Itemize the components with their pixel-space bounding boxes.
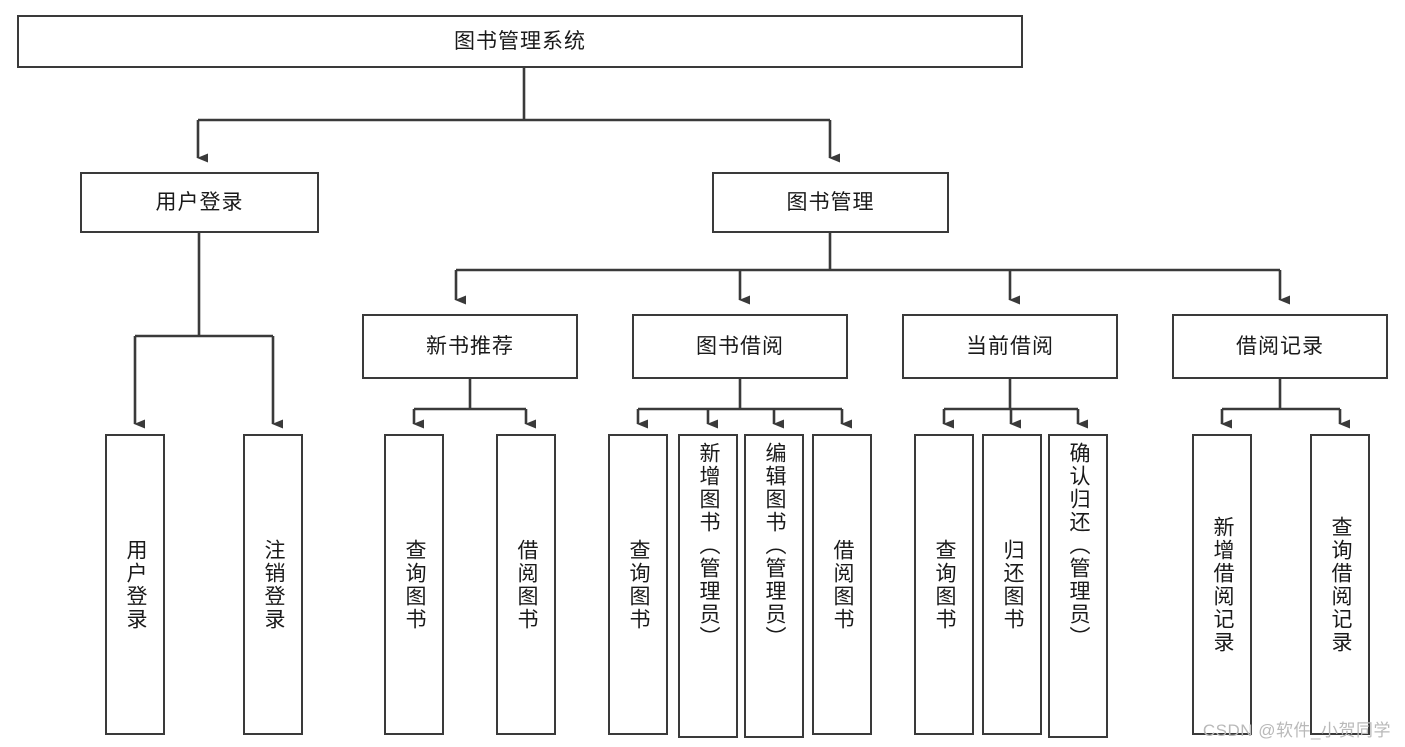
node-leaf-edit-book[interactable]: 编辑图书（管理员）	[744, 434, 804, 738]
watermark-text: CSDN @软件_小贺同学	[1202, 721, 1391, 740]
node-current-borrow-label: 当前借阅	[966, 334, 1054, 358]
node-leaf-borrow-book-1[interactable]: 借阅图书	[496, 434, 556, 735]
node-current-borrow[interactable]: 当前借阅	[902, 314, 1118, 379]
node-leaf-return-book-label: 归还图书	[1001, 538, 1025, 631]
node-leaf-query-book-3[interactable]: 查询图书	[914, 434, 974, 735]
node-leaf-query-book-3-label: 查询图书	[933, 538, 957, 631]
node-leaf-edit-book-label: 编辑图书（管理员）	[763, 442, 787, 649]
node-leaf-query-record[interactable]: 查询借阅记录	[1310, 434, 1370, 735]
node-leaf-query-record-label: 查询借阅记录	[1329, 515, 1353, 654]
node-new-book-recommend[interactable]: 新书推荐	[362, 314, 578, 379]
node-root[interactable]: 图书管理系统	[17, 15, 1023, 68]
node-leaf-add-record-label: 新增借阅记录	[1211, 515, 1235, 654]
node-leaf-add-record[interactable]: 新增借阅记录	[1192, 434, 1252, 735]
node-leaf-confirm-return[interactable]: 确认归还（管理员）	[1048, 434, 1108, 738]
node-book-manage-label: 图书管理	[786, 190, 875, 214]
node-borrow-record-label: 借阅记录	[1236, 334, 1324, 358]
node-leaf-borrow-book-2[interactable]: 借阅图书	[812, 434, 872, 735]
node-leaf-return-book[interactable]: 归还图书	[982, 434, 1042, 735]
node-book-borrow-label: 图书借阅	[696, 334, 784, 358]
node-borrow-record[interactable]: 借阅记录	[1172, 314, 1388, 379]
node-leaf-borrow-book-1-label: 借阅图书	[515, 538, 539, 631]
node-leaf-add-book[interactable]: 新增图书（管理员）	[678, 434, 738, 738]
node-leaf-add-book-label: 新增图书（管理员）	[697, 442, 721, 649]
node-user-login-label: 用户登录	[155, 190, 244, 214]
node-new-book-recommend-label: 新书推荐	[426, 334, 514, 358]
node-leaf-confirm-return-label: 确认归还（管理员）	[1067, 442, 1091, 649]
node-leaf-logout-login-label: 注销登录	[262, 538, 286, 631]
node-leaf-query-book-2-label: 查询图书	[627, 538, 651, 631]
node-user-login[interactable]: 用户登录	[80, 172, 319, 233]
node-book-manage[interactable]: 图书管理	[712, 172, 949, 233]
node-book-borrow[interactable]: 图书借阅	[632, 314, 848, 379]
node-root-label: 图书管理系统	[454, 29, 586, 53]
node-leaf-borrow-book-2-label: 借阅图书	[831, 538, 855, 631]
node-leaf-query-book-1-label: 查询图书	[403, 538, 427, 631]
node-leaf-query-book-1[interactable]: 查询图书	[384, 434, 444, 735]
node-leaf-user-login[interactable]: 用户登录	[105, 434, 165, 735]
node-leaf-user-login-label: 用户登录	[124, 538, 148, 631]
node-leaf-query-book-2[interactable]: 查询图书	[608, 434, 668, 735]
node-leaf-logout-login[interactable]: 注销登录	[243, 434, 303, 735]
